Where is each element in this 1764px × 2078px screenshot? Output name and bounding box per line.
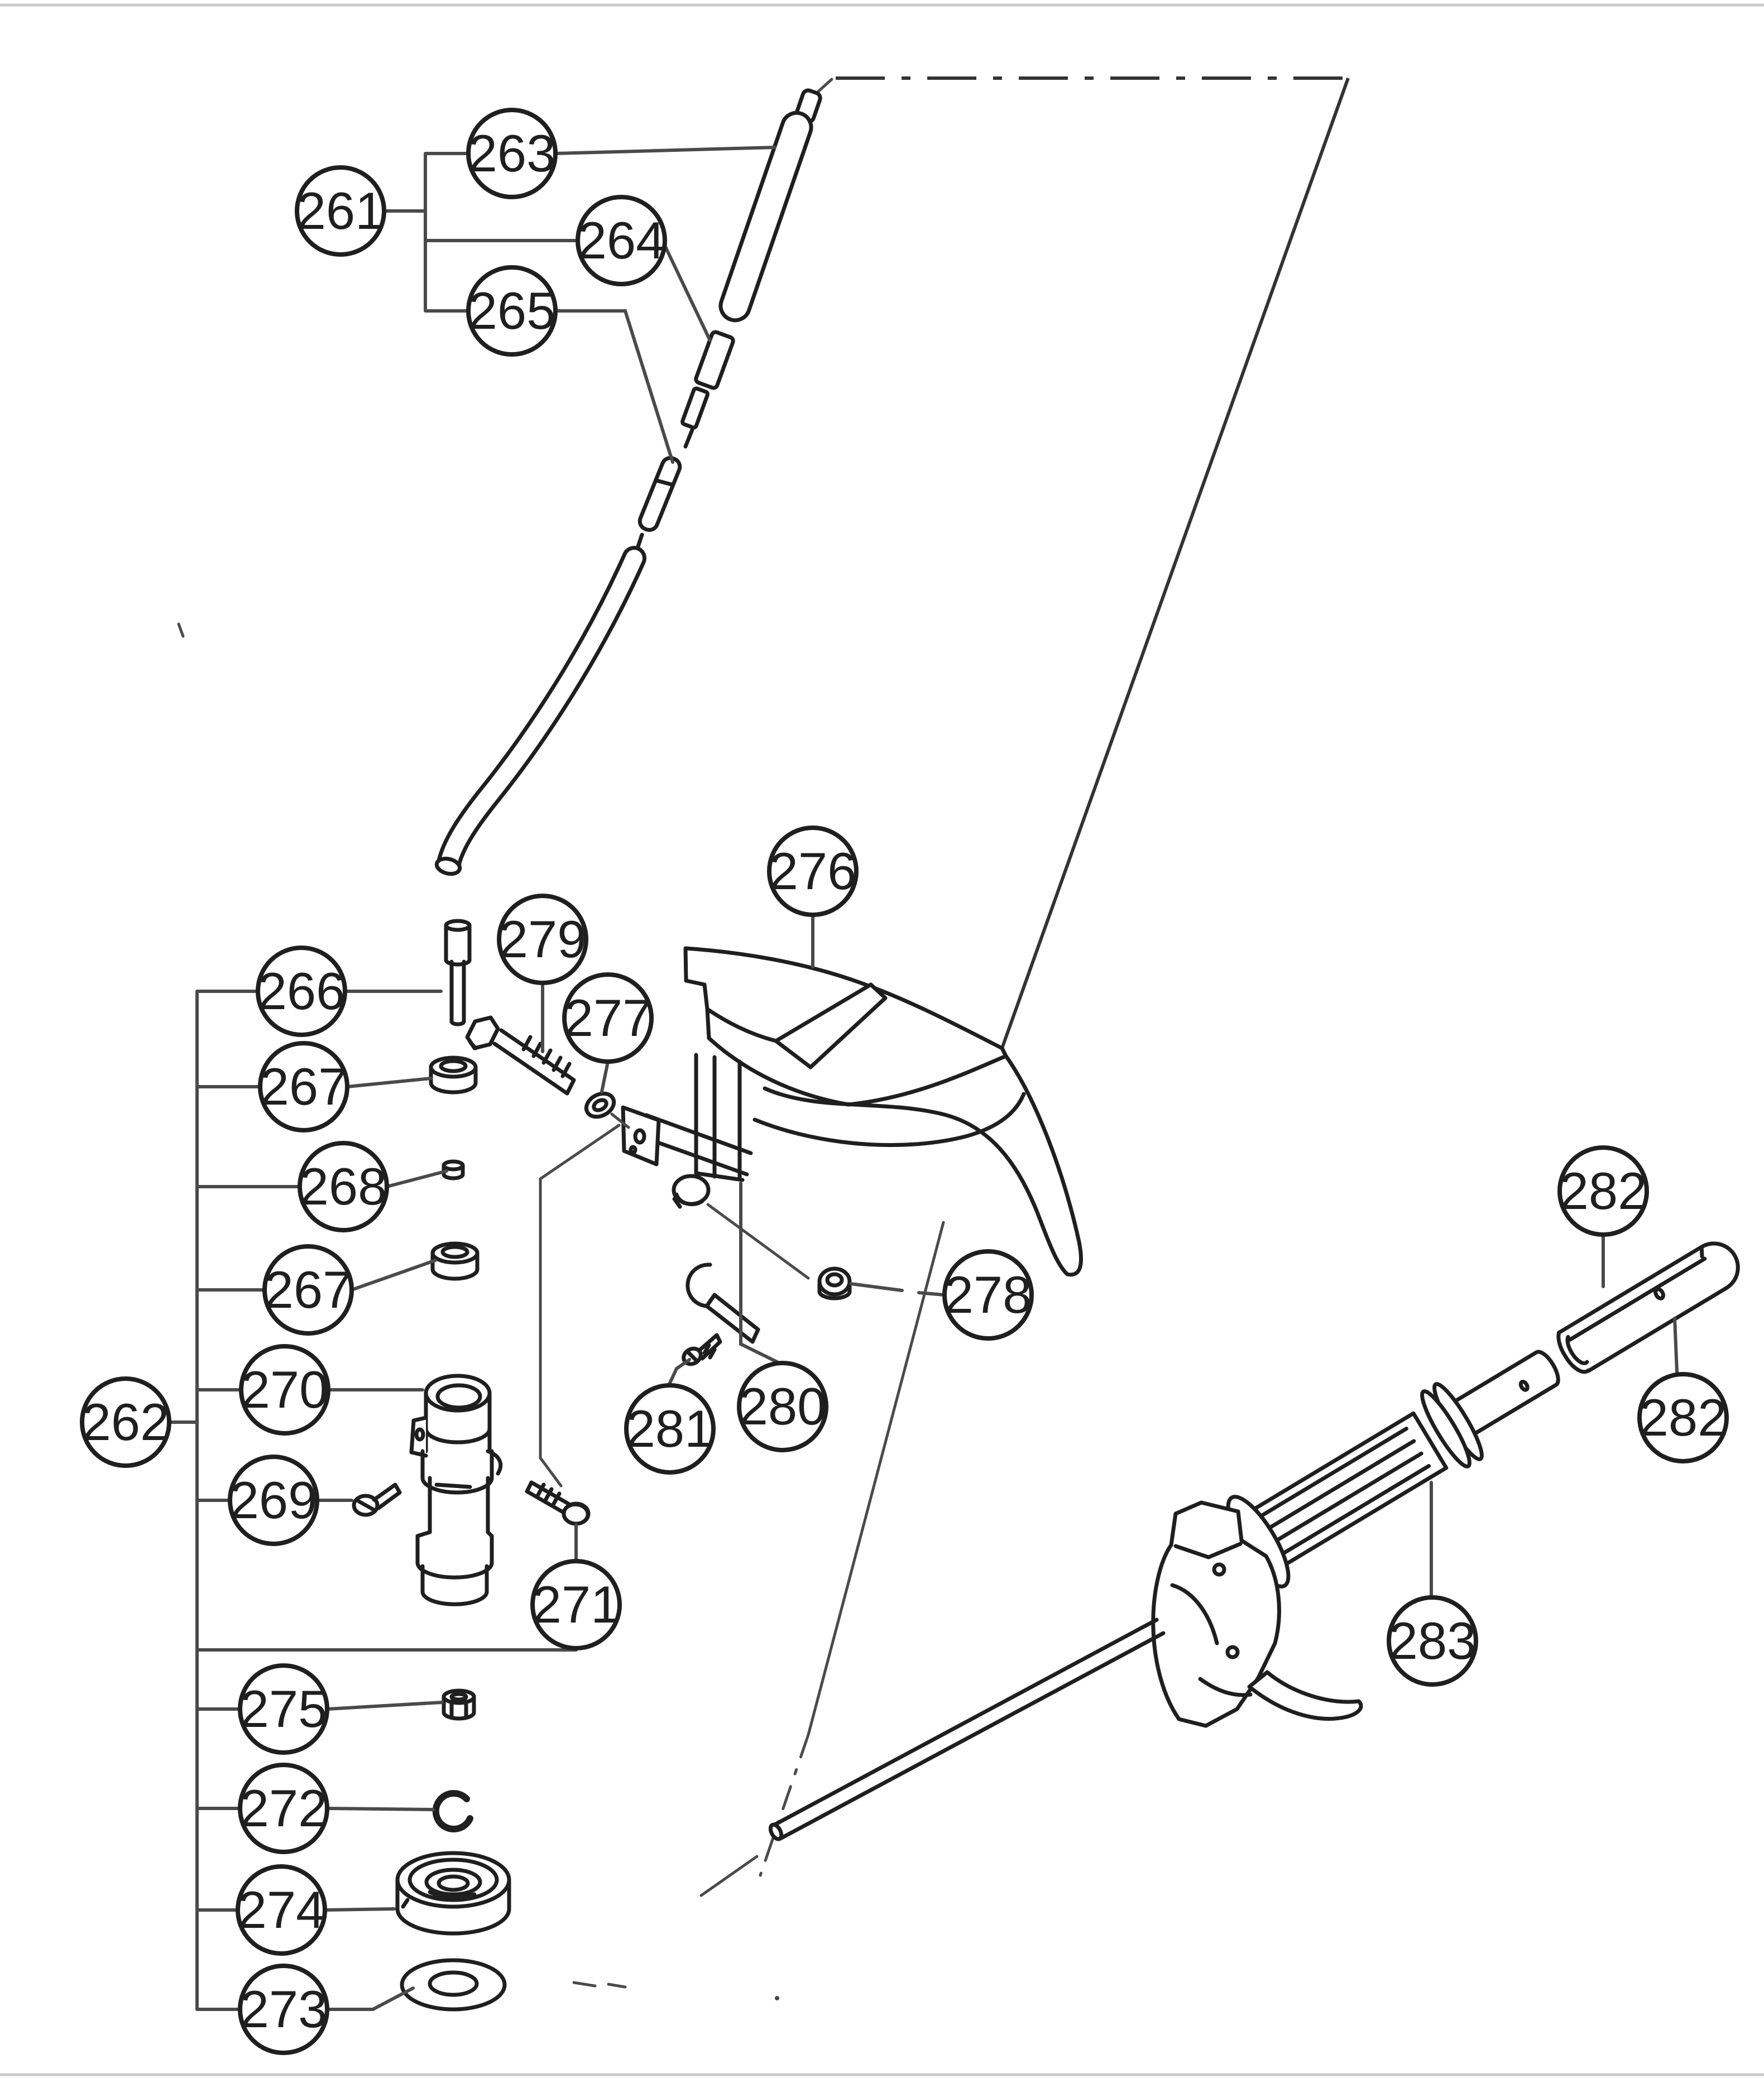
callout-269: 269 [228,1455,319,1546]
handle-grip-assembly [768,1241,1740,1841]
callout-262: 262 [80,1376,171,1468]
callout-283: 283 [1387,1595,1478,1687]
grip-body [1239,1411,1449,1573]
svg-text:261: 261 [297,181,385,240]
shaft-tube-lower [768,1618,1166,1841]
callout-265: 265 [466,265,558,357]
svg-text:273: 273 [240,1980,328,2038]
callouts: 261 263 264 265 266 267 268 267 270 262 … [80,108,1729,2055]
grip-flange [1420,1382,1484,1468]
guard-apron-inner [752,1092,1026,1147]
pin-266 [444,919,472,1026]
callout-280: 280 [737,1361,828,1452]
cable-end-parts [429,919,480,1281]
svg-text:276: 276 [769,842,857,900]
svg-text:264: 264 [578,211,665,270]
callout-273: 273 [238,1964,329,2055]
trigger-housing [1151,1500,1281,1728]
bushing-267-upper [429,1055,478,1095]
svg-text:268: 268 [300,1157,387,1216]
pivot-bolt-head [672,1174,711,1209]
callout-277: 277 [562,972,654,1064]
svg-text:275: 275 [240,1679,328,1738]
svg-text:274: 274 [238,1880,325,1939]
guard-clevis [621,1105,661,1167]
callout-282-upper: 282 [1557,1145,1649,1237]
callout-276: 276 [767,826,859,917]
leader-lines [167,146,1679,2011]
svg-text:269: 269 [230,1471,318,1529]
svg-text:282: 282 [1560,1162,1647,1220]
svg-text:277: 277 [564,988,652,1047]
nut-275 [442,1688,476,1721]
callout-274: 274 [236,1864,327,1956]
cable-lower-end [637,455,682,532]
bearing-274 [395,1851,511,1936]
callout-282-lower: 282 [1637,1372,1729,1463]
svg-text:270: 270 [241,1360,329,1419]
svg-text:278: 278 [945,1265,1032,1324]
nut-278 [817,1266,852,1300]
svg-text:266: 266 [258,962,346,1020]
guard-assembly [465,946,1084,1366]
callout-275: 275 [238,1663,329,1755]
svg-text:262: 262 [82,1393,170,1451]
bushing-267-lower [430,1241,480,1281]
svg-text:271: 271 [533,1575,620,1634]
scan-borders [0,3,1764,2076]
clamp-sleeve-282 [1556,1241,1740,1374]
washer-277 [584,1091,616,1119]
svg-text:267: 267 [260,1057,348,1116]
clip-plate-280 [686,1263,760,1344]
svg-text:267: 267 [265,1260,352,1319]
callout-267-upper: 267 [258,1041,349,1132]
callout-263: 263 [466,108,558,199]
clamp-housing-270 [409,1374,502,1606]
svg-text:283: 283 [1389,1611,1477,1670]
cable-adjuster [694,330,735,390]
callout-271: 271 [530,1559,622,1650]
callout-267-lower: 267 [262,1244,354,1336]
throttle-trigger [1247,1670,1363,1721]
svg-text:272: 272 [240,1779,328,1837]
svg-text:263: 263 [468,124,556,183]
callout-278: 278 [942,1249,1034,1341]
callout-270: 270 [239,1344,330,1436]
svg-text:280: 280 [739,1377,827,1436]
callout-268: 268 [298,1141,389,1232]
svg-text:265: 265 [468,281,556,340]
screw-271 [525,1480,591,1526]
callout-261: 261 [295,165,386,257]
bolt-279 [465,1015,576,1096]
cap-268 [442,1159,465,1180]
screw-269 [352,1482,402,1517]
callout-264: 264 [576,195,667,286]
callout-272: 272 [238,1763,329,1854]
lower-parts [395,1688,511,2012]
phantom-outline [177,76,1350,2000]
callout-281: 281 [624,1383,716,1475]
clamp-housing-assembly [352,1124,621,1606]
callout-266: 266 [256,946,347,1037]
cable-adjuster-nut [680,386,710,430]
guard-fin [774,982,888,1069]
snap-ring-272 [432,1790,473,1832]
svg-text:282: 282 [1640,1388,1727,1447]
washer-273 [400,1958,507,2012]
guard-bracket-column [694,1053,745,1182]
throttle-cable-assembly [434,88,822,876]
callout-279: 279 [497,894,588,985]
guard-apron-outer [763,1054,1084,1277]
svg-text:279: 279 [499,910,587,968]
svg-text:281: 281 [626,1399,714,1458]
cable-outer-tube [718,111,813,323]
